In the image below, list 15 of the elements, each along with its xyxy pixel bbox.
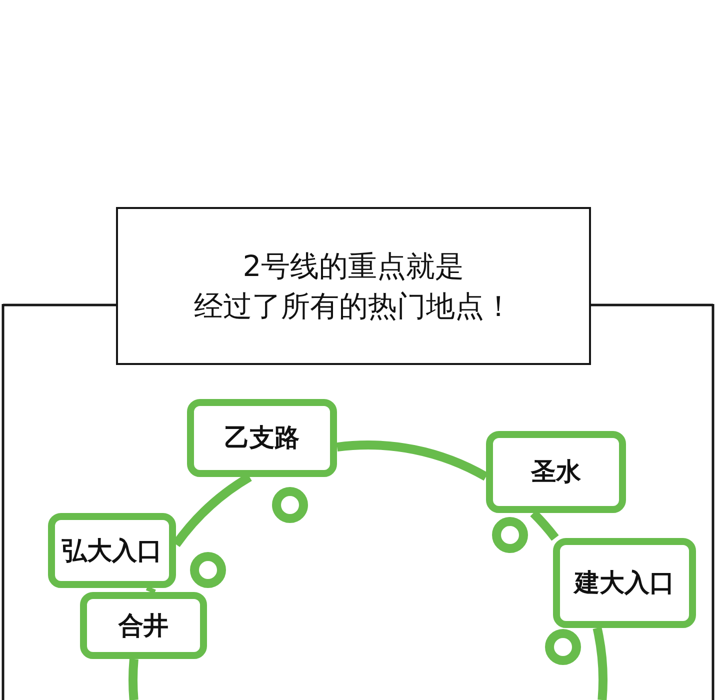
station-box	[48, 513, 176, 588]
station-name: 乙支路	[224, 423, 300, 453]
station-box	[486, 431, 626, 513]
station-name: 建大入口	[574, 568, 674, 598]
station-name: 弘大入口	[62, 536, 162, 566]
route-line	[592, 627, 608, 700]
station-box	[80, 592, 207, 659]
station-box	[187, 399, 337, 477]
station-name: 合井	[118, 610, 168, 640]
caption-box	[116, 207, 591, 365]
route-line	[128, 658, 138, 700]
station-box	[553, 538, 696, 628]
route-line	[336, 440, 488, 481]
caption-text: 2号线的重点就是经过了所有的热门地点！	[194, 248, 513, 325]
station-name: 圣水	[531, 457, 581, 487]
